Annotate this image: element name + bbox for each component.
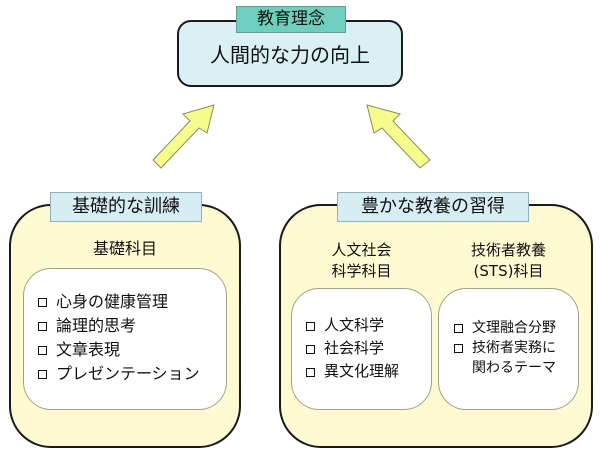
checkbox-bullet-icon [306, 345, 315, 354]
checkbox-bullet-icon [454, 344, 463, 353]
checkbox-bullet-icon [38, 346, 47, 355]
sts-box [438, 288, 579, 410]
humanities-list: 人文科学 社会科学 異文化理解 [304, 314, 399, 383]
list-item: 心身の健康管理 [36, 290, 200, 314]
list-item: 人文科学 [304, 314, 399, 337]
list-item: 技術者実務に [452, 338, 556, 358]
checkbox-bullet-icon [306, 322, 315, 331]
basic-training-label: 基礎的な訓練 [50, 192, 202, 222]
basic-subjects-list: 心身の健康管理 論理的思考 文章表現 プレゼンテーション [36, 290, 200, 386]
sts-list: 文理融合分野 技術者実務に 関わるテーマ [452, 318, 556, 378]
checkbox-bullet-icon [454, 324, 463, 333]
checkbox-bullet-icon [38, 298, 47, 307]
humanities-heading: 人文社会 科学科目 [331, 241, 392, 280]
sts-heading: 技術者教養 (STS)科目 [470, 241, 546, 280]
list-item: プレゼンテーション [36, 362, 200, 386]
left-to-top-arrow [152, 104, 215, 169]
liberal-education-label: 豊かな教養の習得 [337, 192, 529, 222]
basic-subjects-box [23, 268, 227, 410]
checkbox-bullet-icon [38, 370, 47, 379]
checkbox-bullet-icon [306, 368, 315, 377]
list-item-continuation: 関わるテーマ [472, 360, 556, 376]
list-item: 論理的思考 [36, 314, 200, 338]
philosophy-text: 人間的な力の向上 [210, 43, 370, 67]
checkbox-bullet-icon [38, 322, 47, 331]
list-item: 文理融合分野 [452, 318, 556, 338]
list-item: 異文化理解 [304, 360, 399, 383]
list-item: 社会科学 [304, 337, 399, 360]
philosophy-label: 教育理念 [236, 6, 346, 33]
list-item: 文章表現 [36, 338, 200, 362]
right-to-top-arrow [366, 104, 431, 169]
basic-subjects-heading: 基礎科目 [92, 239, 157, 258]
